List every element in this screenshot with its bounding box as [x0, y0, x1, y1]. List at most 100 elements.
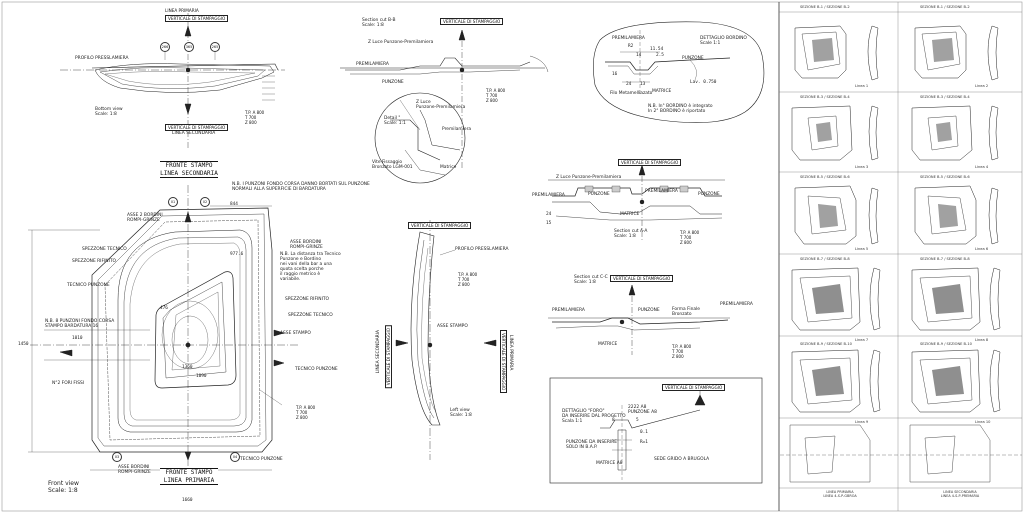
spezzone-tecnico-r: SPEZZONE TECNICO — [288, 313, 333, 318]
nb-punzoni-stampo: N.B. 8 PUNZONI FONDO CORSA STAMPO BARDAT… — [45, 319, 115, 329]
left-view-drawing — [395, 220, 497, 460]
detail-box-dettaglio: DETTAGLIO "FORO" DA INSERIRE DAL PROGETT… — [562, 409, 626, 424]
dettaglio-dim-2: 2.5 — [656, 53, 664, 58]
detail-box-dim-0: 8 — [612, 418, 615, 423]
asse-bordini-right: ASSE BORDINI ROMPI-GRINZE — [290, 240, 323, 250]
dettaglio-dim-7: Lav. 0.750 — [690, 80, 717, 85]
section-cc-prem-r: PREMILAMIERA — [720, 302, 753, 307]
note-nb-punzoni: N.B. I PUNZONI FONDO CORSA DANNO BORTATI… — [232, 182, 370, 192]
panel-r3-left-line: Linea 5 — [855, 247, 869, 251]
fronte-stampo-bottom: FRONTE STAMPO LINEA PRIMARIA — [160, 468, 218, 485]
vertical-stamp-box-2: VERTICALE DI STAMPAGGIO — [165, 124, 229, 131]
tecnico-punzone-b: TECNICO PUNZONE — [240, 457, 283, 462]
dettaglio-dim-6: 16 — [612, 72, 618, 77]
fronte-top-line1: FRONTE STAMPO — [165, 162, 213, 169]
bubble-1: 266 — [160, 42, 170, 52]
section-bb-linea: Z Luce Punzone-Premilamiera — [368, 40, 434, 45]
profile-label: PROFILO PRESSLAMIERA — [75, 56, 129, 61]
asse-bordini-bottom: ASSE BORDINI ROMPI-GRINZE — [118, 465, 151, 475]
section-aa-drawing — [548, 164, 725, 240]
tecnico-punzone: TECNICO PUNZONE — [67, 283, 110, 288]
panel-r2-right-line: Linea 4 — [975, 165, 989, 169]
section-cc-title: Section cut C-C Scale: 1:8 — [574, 275, 608, 285]
detail-box-punzone-inserire: PUNZONE DA INSERIRE SOLO IN B.A.P. — [566, 440, 618, 450]
tecnico-punzone-r: TECNICO PUNZONE — [295, 367, 338, 372]
left-view-vert-rot: VERTICALE DI STAMPAGGIO — [385, 325, 392, 389]
panel-r2-left-line: Linea 3 — [855, 165, 869, 169]
bubble-7: 04 — [230, 452, 240, 462]
left-view-vert-box: VERTICALE DI STAMPAGGIO — [408, 222, 472, 229]
spezzone-rifinito: SPEZZONE RIFINITO — [72, 259, 117, 264]
detail-box-dim-1: 5 — [636, 418, 639, 423]
panel-foot-left: LINEA PRIMARIA LINEA 4-S-P-GBROA — [823, 490, 857, 499]
asse-bordini-top: ASSE 2 BORDINI ROMPI-GRINZE — [127, 213, 163, 223]
section-bb-tp: T.P. A 800 T 700 Z 800 — [486, 88, 506, 103]
detail-box-dim-3: R=1 — [640, 440, 648, 445]
section-aa-prem-l: PREMILAMIERA — [532, 193, 565, 198]
asse-stampo-label: ASSE STAMPO — [280, 331, 311, 336]
left-view-linea-secondaria: LINEA SECONDARIA — [376, 330, 381, 374]
dettaglio-matrice: MATRICE — [652, 89, 672, 94]
section-aa-linea: Z Luce Punzone-Premilamiera — [556, 175, 622, 180]
section-aa-box: VERTICALE DI STAMPAGGIO — [618, 159, 682, 166]
dettaglio-bordino-drawing — [593, 21, 765, 123]
dettaglio-nb: N.B. In° BORDINO è integrato In 2° BORDI… — [648, 104, 713, 114]
dim-1450: 1450 — [18, 342, 29, 347]
linea-secondaria-label: LINEA SECONDARIA — [172, 131, 216, 136]
fronte-top-line2: LINEA SECONDARIA — [160, 169, 218, 177]
dim-1660: 1660 — [182, 498, 193, 503]
section-aa-dim-1: 15 — [546, 221, 552, 226]
section-bb-box: VERTICALE DI STAMPAGGIO — [440, 18, 504, 25]
dettaglio-title: DETTAGLIO BORDINO Scale 1:1 — [700, 36, 747, 46]
dim-1090: 1090 — [196, 374, 207, 379]
front-view-label: Front view Scale: 1:8 — [48, 480, 79, 494]
section-bb-premilamiera: PREMILAMIERA — [356, 62, 389, 67]
bubble-3: 265 — [210, 42, 220, 52]
dettaglio-dim-3: 14 — [636, 53, 642, 58]
fronte-bot-line1: FRONTE STAMPO — [165, 469, 213, 476]
panel-r1-left-line: Linea 1 — [855, 84, 869, 88]
left-view-tp: T.P. A 800 T 700 Z 800 — [458, 272, 478, 287]
dim-1010: 1010 — [72, 336, 83, 341]
left-view-vert-rot-2: VERTICALE DI STAMPAGGIO — [500, 330, 507, 394]
bubble-5: 02 — [200, 197, 210, 207]
dettaglio-premilamiera: PREMILAMIERA — [612, 36, 645, 41]
section-aa-prem-r: PREMILAMIERA — [645, 189, 678, 194]
bubble-2: 365 — [184, 42, 194, 52]
section-bb-drawing — [340, 29, 549, 184]
detail-box-matrice: MATRICE A8 — [596, 461, 623, 466]
section-aa-matrice: MATRICE — [620, 212, 640, 217]
dettaglio-dim-0: R2 — [628, 44, 634, 49]
vertical-stamp-box-top: VERTICALE DI STAMPAGGIO — [165, 15, 229, 22]
left-view-linea-primaria: LINEA PRIMARIA — [508, 335, 513, 371]
section-cc-punzone: PUNZONE — [638, 308, 660, 313]
left-view-label: Left view Scale: 1:8 — [450, 408, 472, 418]
panel-r1-right-head: SEZIONE B-1 / SEZIONE B-2 — [920, 5, 970, 9]
left-view-asse: ASSE STAMPO — [437, 324, 468, 329]
panel-r4-right-line: Linea 8 — [975, 338, 989, 342]
left-view-profilo: PROFILO PRESSLAMIERA — [455, 247, 509, 252]
panel-r1-left-head: SEZIONE B-1 / SEZIONE B-2 — [800, 5, 850, 9]
panel-grid — [779, 2, 1022, 511]
panel-r5-left-line: Linea 9 — [855, 420, 869, 424]
panel-r5-left-head: SEZIONE B-9 / SEZIONE B-10 — [800, 342, 852, 346]
detail-box-sede: SEDE GRIDO A BRUGOLA — [654, 457, 710, 462]
section-bb-matrice: Matrice — [440, 165, 457, 170]
section-bb-punzone: PUNZONE — [382, 80, 404, 85]
section-bb-premilamiera-d: Premilamiera — [442, 127, 472, 132]
detail-box-quota: 2222 A8 PUNZONE A8 — [628, 405, 657, 415]
tp-top: T.P. A 800 T 700 Z 800 — [245, 110, 265, 125]
nb-distanza: N.B. La distanza tra Tecnico Punzone e B… — [280, 252, 341, 282]
section-cc-drawing — [548, 284, 730, 355]
dettaglio-dim-1: 11.54 — [650, 47, 664, 52]
panel-r5-right-line: Linea 10 — [975, 420, 991, 424]
panel-r4-left-head: SEZIONE B-7 / SEZIONE B-8 — [800, 257, 850, 261]
section-cc-prem-l: PREMILAMIERA — [552, 308, 585, 313]
bubble-4: 01 — [168, 197, 178, 207]
detail-box-vert: VERTICALE DI STAMPAGGIO — [662, 384, 726, 391]
panel-r1-right-line: Linea 2 — [975, 84, 989, 88]
panel-r2-left-head: SEZIONE B-3 / SEZIONE B-4 — [800, 95, 850, 99]
section-aa-punzone-r: PUNZONE — [698, 192, 720, 197]
dettaglio-dim-4: 24 — [626, 82, 632, 87]
